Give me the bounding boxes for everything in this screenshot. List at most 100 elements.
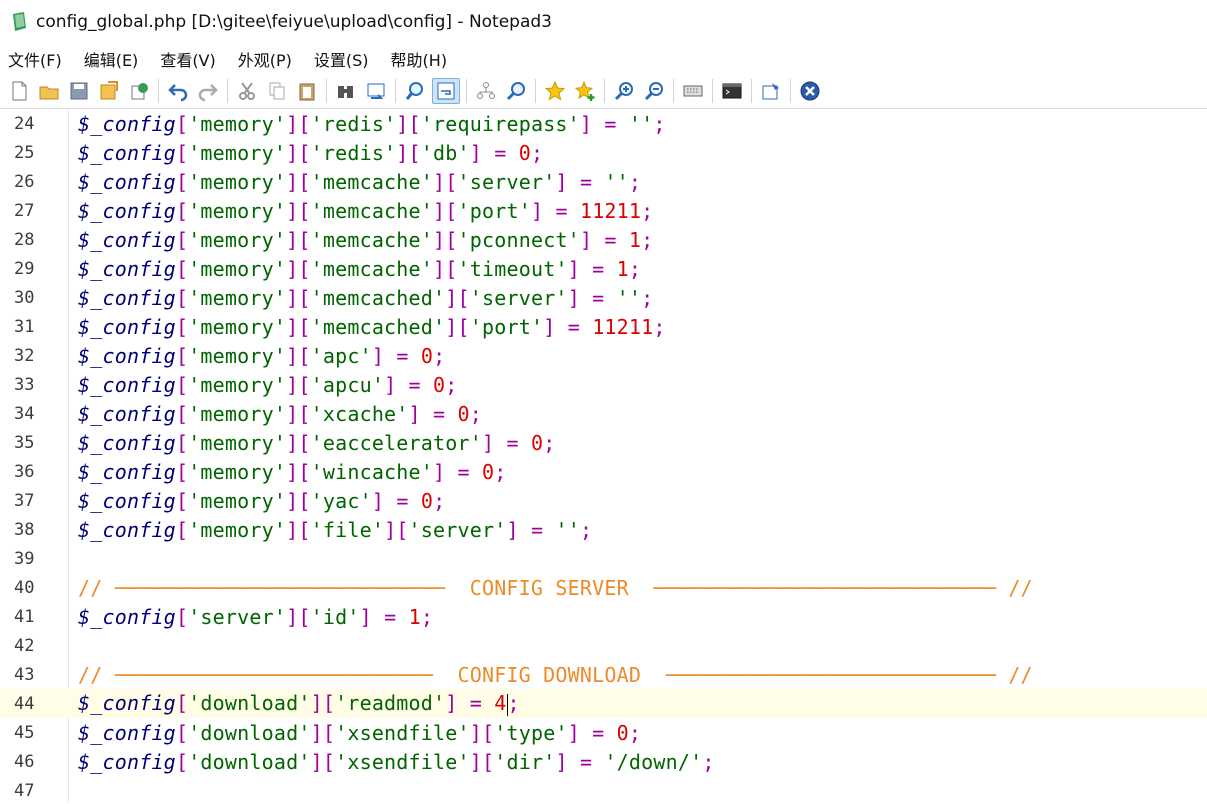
code-line[interactable]: 34$_config['memory']['xcache'] = 0; (0, 399, 1207, 428)
save-copy-button[interactable] (126, 78, 152, 104)
token-op: = (592, 227, 629, 252)
copy-button[interactable] (264, 78, 290, 104)
favorite-button[interactable] (542, 78, 568, 104)
code-line[interactable]: 24$_config['memory']['redis']['requirepa… (0, 109, 1207, 138)
zoom-in-button[interactable] (611, 78, 637, 104)
code-line[interactable]: 44$_config['download']['readmod'] = 4; (0, 689, 1207, 718)
token-str: 'file' (310, 517, 385, 542)
save-as-button[interactable] (96, 78, 122, 104)
code-line[interactable]: 39 (0, 544, 1207, 573)
token-var: $_config (78, 372, 176, 397)
code-line[interactable]: 30$_config['memory']['memcached']['serve… (0, 283, 1207, 312)
token-br: ][ (433, 169, 458, 194)
find-next-button[interactable] (402, 78, 428, 104)
code-line[interactable]: 41$_config['server']['id'] = 1; (0, 602, 1207, 631)
token-br: [ (175, 227, 189, 252)
close-button[interactable] (797, 78, 823, 104)
token-br: ][ (433, 256, 458, 281)
code-line[interactable]: 28$_config['memory']['memcache']['pconne… (0, 225, 1207, 254)
code-line[interactable]: 43// ────────────────────────── CONFIG D… (0, 660, 1207, 689)
menu-appearance[interactable]: 外观(P) (237, 51, 292, 70)
code-line[interactable]: 45$_config['download']['xsendfile']['typ… (0, 718, 1207, 747)
code-line[interactable]: 40// ─────────────────────────── CONFIG … (0, 573, 1207, 602)
redo-button[interactable] (195, 78, 221, 104)
search-button[interactable] (503, 78, 529, 104)
new-file-button[interactable] (6, 78, 32, 104)
token-br: [ (175, 372, 189, 397)
token-str: 'server' (188, 604, 287, 629)
token-num: 0 (482, 459, 495, 484)
undo-button[interactable] (165, 78, 191, 104)
token-br: [ (175, 343, 189, 368)
save-button[interactable] (66, 78, 92, 104)
code-line[interactable]: 32$_config['memory']['apc'] = 0; (0, 341, 1207, 370)
code-line[interactable]: 38$_config['memory']['file']['server'] =… (0, 515, 1207, 544)
line-number: 42 (14, 635, 35, 656)
line-number: 24 (14, 113, 35, 134)
code-line[interactable]: 36$_config['memory']['wincache'] = 0; (0, 457, 1207, 486)
code-line[interactable]: 46$_config['download']['xsendfile']['dir… (0, 747, 1207, 776)
code-line[interactable]: 33$_config['memory']['apcu'] = 0; (0, 370, 1207, 399)
code-line[interactable]: 42 (0, 631, 1207, 660)
line-number: 43 (14, 664, 35, 685)
token-br: ][ (286, 343, 311, 368)
token-var: $_config (78, 517, 176, 542)
code-text: $_config['download']['readmod'] = 4; (78, 691, 520, 716)
terminal-icon (722, 83, 742, 99)
code-line[interactable]: 29$_config['memory']['memcache']['timeou… (0, 254, 1207, 283)
token-str: 'memory' (188, 343, 287, 368)
toolbar-separator (466, 79, 467, 103)
notepad3-app-icon (13, 12, 26, 31)
code-line[interactable]: 27$_config['memory']['memcache']['port']… (0, 196, 1207, 225)
goto-button[interactable] (473, 78, 499, 104)
token-str: 'memory' (188, 140, 287, 165)
code-editor[interactable]: 24$_config['memory']['redis']['requirepa… (0, 109, 1207, 803)
terminal-button[interactable] (719, 78, 745, 104)
token-str: '' (604, 169, 629, 194)
token-str: 'yac' (310, 488, 372, 513)
line-number: 46 (14, 751, 35, 772)
line-number: 41 (14, 606, 35, 627)
code-line[interactable]: 25$_config['memory']['redis']['db'] = 0; (0, 138, 1207, 167)
token-br: [ (175, 720, 189, 745)
code-line[interactable]: 31$_config['memory']['memcached']['port'… (0, 312, 1207, 341)
cut-button[interactable] (234, 78, 260, 104)
token-op: ; (494, 459, 507, 484)
save-copy-icon (131, 83, 148, 100)
token-str: 'dir' (494, 749, 556, 774)
code-line[interactable]: 35$_config['memory']['eaccelerator'] = 0… (0, 428, 1207, 457)
word-wrap-button[interactable] (432, 78, 460, 104)
token-str: 'server' (469, 285, 568, 310)
token-br: ][ (433, 227, 458, 252)
code-line[interactable]: 26$_config['memory']['memcache']['server… (0, 167, 1207, 196)
paste-button[interactable] (294, 78, 320, 104)
find-button[interactable] (333, 78, 359, 104)
code-text: $_config['memory']['memcache']['pconnect… (78, 228, 653, 252)
menu-edit[interactable]: 编辑(E) (83, 51, 139, 70)
menu-settings[interactable]: 设置(S) (313, 51, 369, 70)
zoom-out-button[interactable] (641, 78, 667, 104)
replace-button[interactable] (363, 78, 389, 104)
redo-icon (198, 84, 218, 102)
token-br: ][ (433, 198, 458, 223)
token-var: $_config (78, 459, 176, 484)
open-folder-button[interactable] (36, 78, 62, 104)
menu-view[interactable]: 查看(V) (160, 51, 216, 70)
token-br: [ (175, 459, 189, 484)
menu-help[interactable]: 帮助(H) (390, 51, 448, 70)
keyboard-button[interactable] (680, 78, 706, 104)
line-number-gutter (0, 109, 69, 803)
code-line[interactable]: 37$_config['memory']['yac'] = 0; (0, 486, 1207, 515)
line-number: 27 (14, 200, 35, 221)
pin-button[interactable] (758, 78, 784, 104)
keyboard-icon (683, 85, 703, 97)
token-num: 0 (457, 401, 470, 426)
token-br: ] (384, 372, 397, 397)
token-br: ] (359, 604, 372, 629)
menu-file[interactable]: 文件(F) (8, 51, 62, 70)
toolbar-separator (395, 79, 396, 103)
code-line[interactable]: 47 (0, 776, 1207, 803)
token-str: 'pconnect' (457, 227, 580, 252)
add-favorite-button[interactable] (572, 78, 598, 104)
token-br: ] (555, 749, 568, 774)
